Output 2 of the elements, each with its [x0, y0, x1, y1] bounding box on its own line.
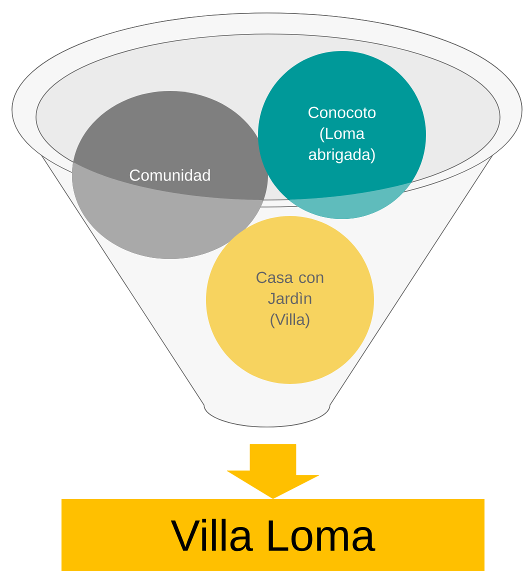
result-box: Villa Loma [62, 499, 484, 571]
block-arrow [226, 444, 320, 499]
